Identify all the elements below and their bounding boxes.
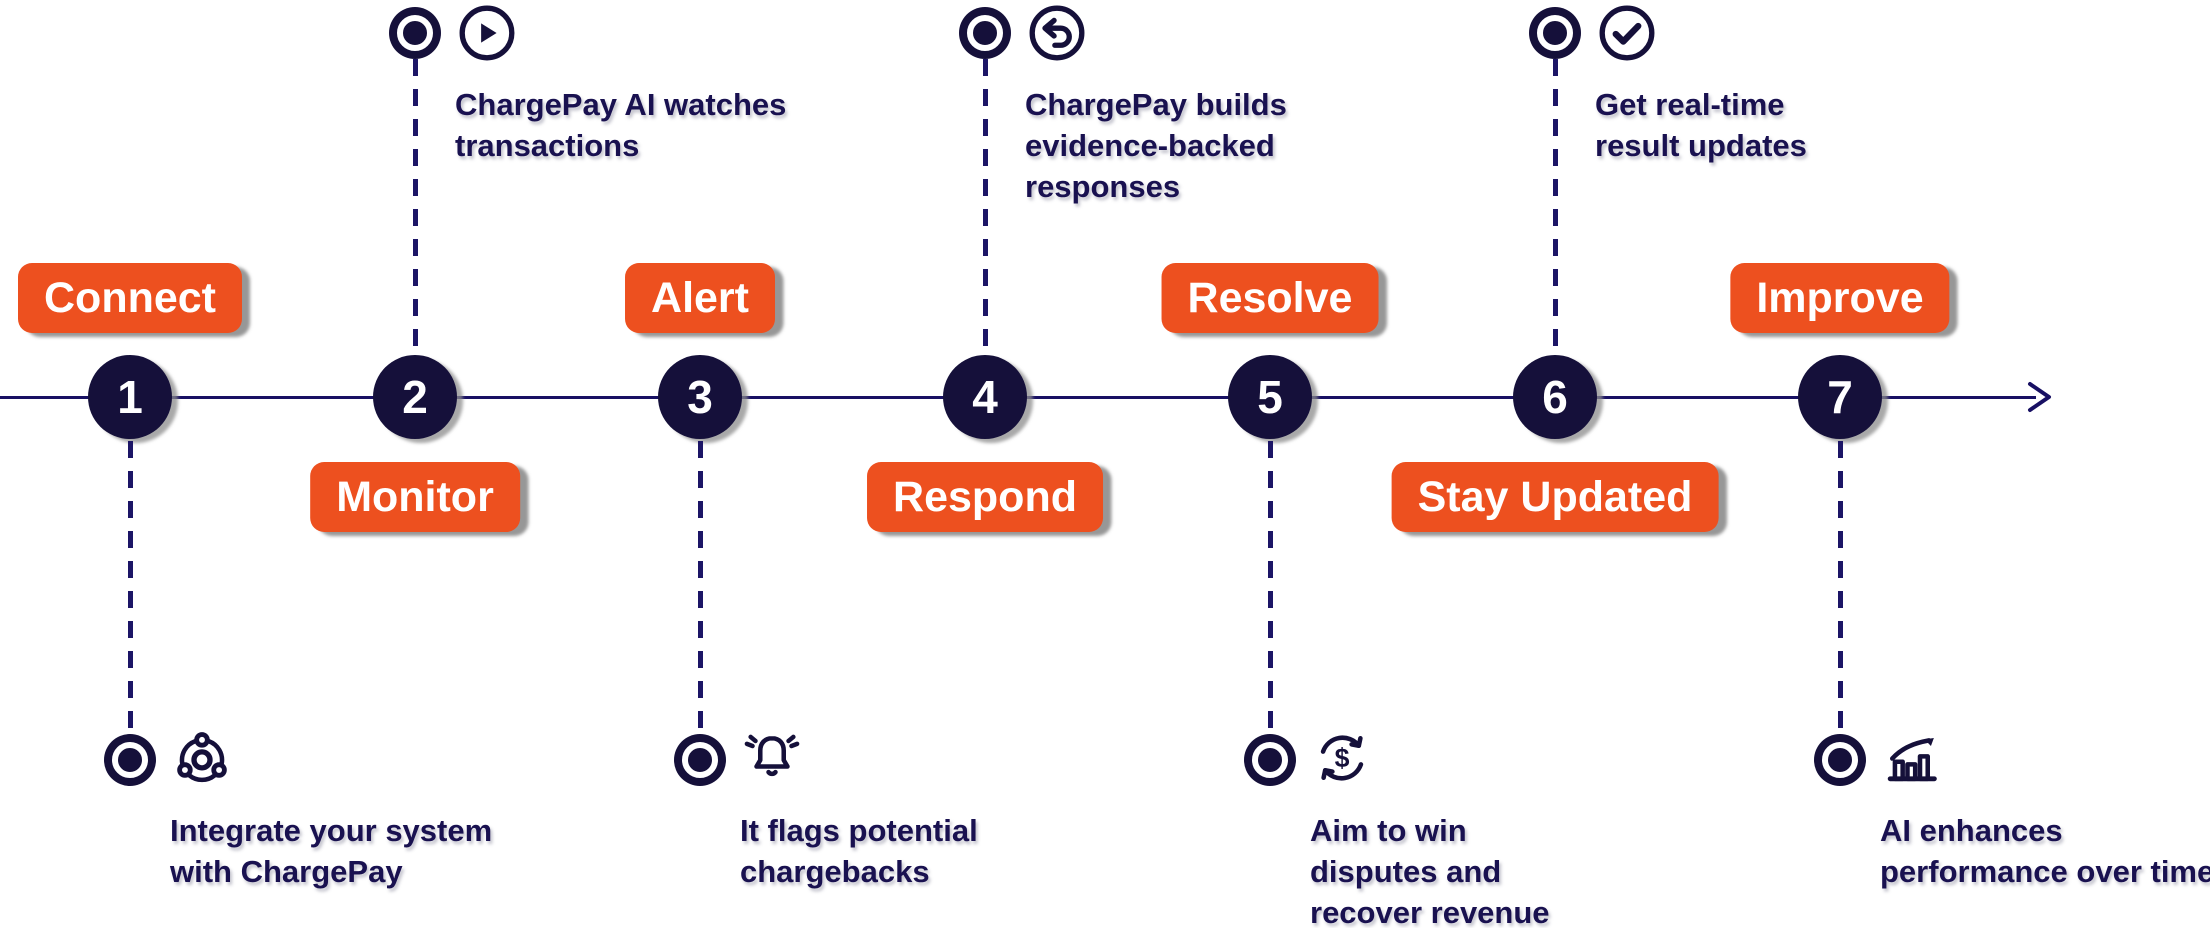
step-description-line: transactions [455, 128, 640, 163]
step-description-line: responses [1025, 169, 1181, 204]
step-number-circle: 5 [1228, 355, 1312, 439]
connector-end-marker [959, 7, 1011, 59]
step-label-stay-updated: Stay Updated [1391, 462, 1719, 532]
step-description-line: ChargePay builds [1025, 87, 1287, 122]
step-description-line: result updates [1595, 128, 1807, 163]
marker-ring [397, 15, 433, 51]
dashed-connector [413, 59, 418, 355]
step-description-line: with ChargePay [170, 854, 403, 889]
step-number-circle: 4 [943, 355, 1027, 439]
connector-end-marker [674, 734, 726, 786]
step-description-line: performance over time [1880, 854, 2210, 889]
marker-ring [1537, 15, 1573, 51]
step-description-line: Integrate your system [170, 813, 493, 848]
dashed-connector [1268, 441, 1273, 734]
dashed-connector [1838, 441, 1843, 734]
marker-ring [967, 15, 1003, 51]
dashed-connector [698, 441, 703, 734]
marker-ring [1252, 742, 1288, 778]
step-number-circle: 3 [658, 355, 742, 439]
step-description-line: Get real-time [1595, 87, 1785, 122]
step-label-alert: Alert [625, 263, 775, 333]
integration-icon [170, 726, 234, 790]
step-description: AI enhances performance over time [1880, 810, 2210, 892]
step-description-line: AI enhances [1880, 813, 2063, 848]
step-number-circle: 7 [1798, 355, 1882, 439]
step-description-line: ChargePay AI watches [455, 87, 787, 122]
play-icon [455, 1, 519, 65]
step-label-connect: Connect [18, 263, 242, 333]
marker-ring [112, 742, 148, 778]
step-description-line: evidence-backed [1025, 128, 1275, 163]
step-description: Integrate your system with ChargePay [170, 810, 492, 892]
connector-end-marker [389, 7, 441, 59]
step-number-circle: 6 [1513, 355, 1597, 439]
marker-ring [1822, 742, 1858, 778]
step-description: It flags potential chargebacks [740, 810, 978, 892]
step-description: ChargePay builds evidence-backed responses [1025, 84, 1287, 207]
connector-end-marker [1814, 734, 1866, 786]
bell-icon [740, 726, 804, 790]
connector-end-marker [1529, 7, 1581, 59]
reply-arrow-icon [1025, 1, 1089, 65]
connector-end-marker [104, 734, 156, 786]
marker-ring [682, 742, 718, 778]
step-label-respond: Respond [867, 462, 1103, 532]
step-description-line: chargebacks [740, 854, 930, 889]
check-circle-icon [1595, 1, 1659, 65]
step-description: ChargePay AI watches transactions [455, 84, 786, 166]
dashed-connector [983, 59, 988, 355]
growth-chart-icon [1880, 726, 1944, 790]
step-number-circle: 2 [373, 355, 457, 439]
step-description: Aim to win disputes and recover revenue [1310, 810, 1550, 928]
connector-end-marker [1244, 734, 1296, 786]
arrow-right-icon [2018, 377, 2058, 417]
step-description-line: disputes and [1310, 854, 1502, 889]
step-label-improve: Improve [1730, 263, 1950, 333]
step-number-circle: 1 [88, 355, 172, 439]
step-description: Get real-time result updates [1595, 84, 1807, 166]
step-label-monitor: Monitor [310, 462, 520, 532]
step-description-line: recover revenue [1310, 895, 1550, 928]
step-description-line: Aim to win [1310, 813, 1467, 848]
dashed-connector [128, 441, 133, 734]
step-description-line: It flags potential [740, 813, 978, 848]
svg-text:$: $ [1335, 743, 1350, 773]
money-refresh-icon: $ [1310, 726, 1374, 790]
step-label-resolve: Resolve [1161, 263, 1379, 333]
dashed-connector [1553, 59, 1558, 355]
